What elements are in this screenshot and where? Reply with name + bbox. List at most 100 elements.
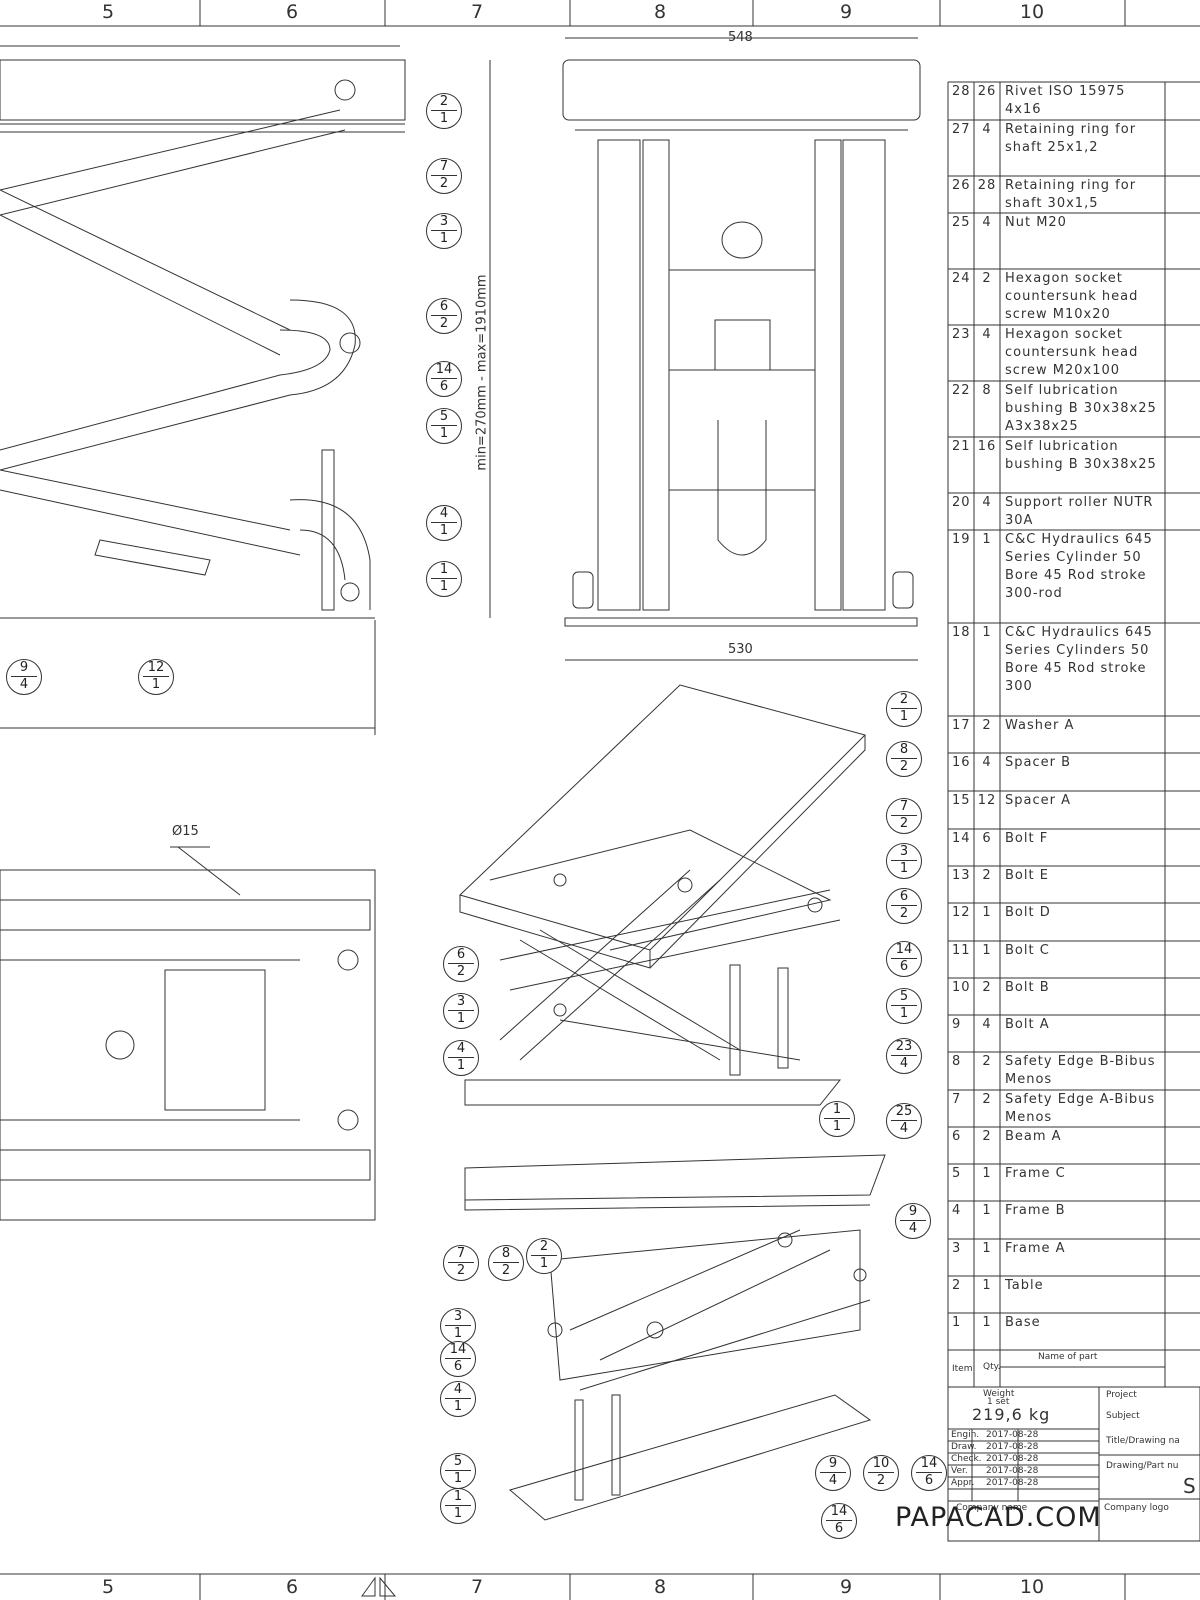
balloon-item: 8 xyxy=(891,742,917,759)
header-item: Item xyxy=(952,1364,973,1374)
balloon-sheet: 1 xyxy=(439,111,449,126)
balloon-item: 4 xyxy=(448,1041,474,1058)
balloon-item: 5 xyxy=(431,409,457,426)
balloon-sheet: 1 xyxy=(439,523,449,538)
balloon-item: 25 xyxy=(891,1104,917,1121)
balloon-sheet: 1 xyxy=(453,1471,463,1486)
balloon-item: 9 xyxy=(11,660,37,677)
isometric-view-upper xyxy=(459,684,866,1106)
item-name: Bolt F xyxy=(1005,831,1049,846)
item-number: 19 xyxy=(952,532,971,547)
balloon-item: 6 xyxy=(891,889,917,906)
item-name: Retaining ring for shaft 30x1,5 xyxy=(1005,178,1137,211)
item-qty: 4 xyxy=(982,327,992,342)
zone-label: 5 xyxy=(101,1576,115,1598)
balloon-sheet: 2 xyxy=(876,1473,886,1488)
item-name: Nut M20 xyxy=(1005,215,1067,230)
item-number: 15 xyxy=(952,793,971,808)
balloon-sheet: 1 xyxy=(832,1119,842,1134)
side-view xyxy=(0,45,491,735)
item-number: 25 xyxy=(952,215,971,230)
balloon-sheet: 2 xyxy=(439,176,449,191)
item-qty: 1 xyxy=(982,1166,992,1181)
balloon-item: 6 xyxy=(431,299,457,316)
item-number: 8 xyxy=(952,1054,962,1069)
part-number-value: S xyxy=(1183,1474,1196,1498)
balloon-item: 7 xyxy=(891,799,917,816)
item-qty: 12 xyxy=(977,793,997,808)
item-qty: 1 xyxy=(982,532,992,547)
balloon-sheet: 4 xyxy=(899,1056,909,1071)
balloon-sheet: 2 xyxy=(456,964,466,979)
item-qty: 1 xyxy=(982,943,992,958)
isometric-view-lower xyxy=(464,1154,886,1521)
balloon-item: 3 xyxy=(445,1309,471,1326)
item-name: Hexagon socket countersunk head screw M1… xyxy=(1005,271,1139,322)
item-name: Bolt D xyxy=(1005,905,1051,920)
balloon-sheet: 4 xyxy=(899,1121,909,1136)
item-name: Bolt E xyxy=(1005,868,1049,883)
item-qty: 1 xyxy=(982,1203,992,1218)
item-qty: 2 xyxy=(982,1092,992,1107)
balloon-sheet: 2 xyxy=(456,1263,466,1278)
balloon-sheet: 4 xyxy=(908,1221,918,1236)
balloon-sheet: 1 xyxy=(456,1011,466,1026)
dimension-width-bottom: 530 xyxy=(728,642,753,657)
item-qty: 1 xyxy=(982,1315,992,1330)
title-block-grid xyxy=(947,1386,1200,1542)
zone-label: 9 xyxy=(839,1,853,23)
project-label: Project xyxy=(1106,1390,1137,1400)
item-qty: 28 xyxy=(977,178,997,193)
balloon-sheet: 1 xyxy=(439,579,449,594)
item-number: 4 xyxy=(952,1203,962,1218)
balloon-item: 4 xyxy=(431,506,457,523)
item-name: Safety Edge A-Bibus Menos xyxy=(1005,1092,1156,1125)
zone-label: 8 xyxy=(653,1,667,23)
item-name: Self lubrication bushing B 30x38x25 xyxy=(1005,439,1157,472)
item-number: 3 xyxy=(952,1241,962,1256)
subject-label: Subject xyxy=(1106,1411,1140,1421)
balloon-item: 23 xyxy=(891,1039,917,1056)
balloon-item: 7 xyxy=(431,159,457,176)
item-qty: 2 xyxy=(982,271,992,286)
balloon-sheet: 1 xyxy=(899,709,909,724)
zone-label: 8 xyxy=(653,1576,667,1598)
role-label: Check. xyxy=(951,1454,982,1464)
balloon-sheet: 1 xyxy=(456,1058,466,1073)
item-name: Frame B xyxy=(1005,1203,1066,1218)
balloon-item: 3 xyxy=(431,214,457,231)
role-date: 2017-08-28 xyxy=(986,1430,1039,1440)
item-qty: 2 xyxy=(982,1054,992,1069)
item-number: 26 xyxy=(952,178,971,193)
balloon-item: 1 xyxy=(824,1102,850,1119)
item-name: C&C Hydraulics 645 Series Cylinder 50 Bo… xyxy=(1005,532,1153,601)
item-number: 11 xyxy=(952,943,971,958)
balloon-sheet: 1 xyxy=(151,677,161,692)
balloon-sheet: 1 xyxy=(439,426,449,441)
balloon-sheet: 1 xyxy=(539,1256,549,1271)
balloon-item: 2 xyxy=(891,692,917,709)
role-label: Appr. xyxy=(951,1478,975,1488)
dimension-width-top: 548 xyxy=(728,30,753,45)
item-number: 1 xyxy=(952,1315,962,1330)
company-name-label: Company name xyxy=(956,1503,1028,1513)
item-name: Bolt B xyxy=(1005,980,1050,995)
balloon-item: 14 xyxy=(891,942,917,959)
item-number: 5 xyxy=(952,1166,962,1181)
